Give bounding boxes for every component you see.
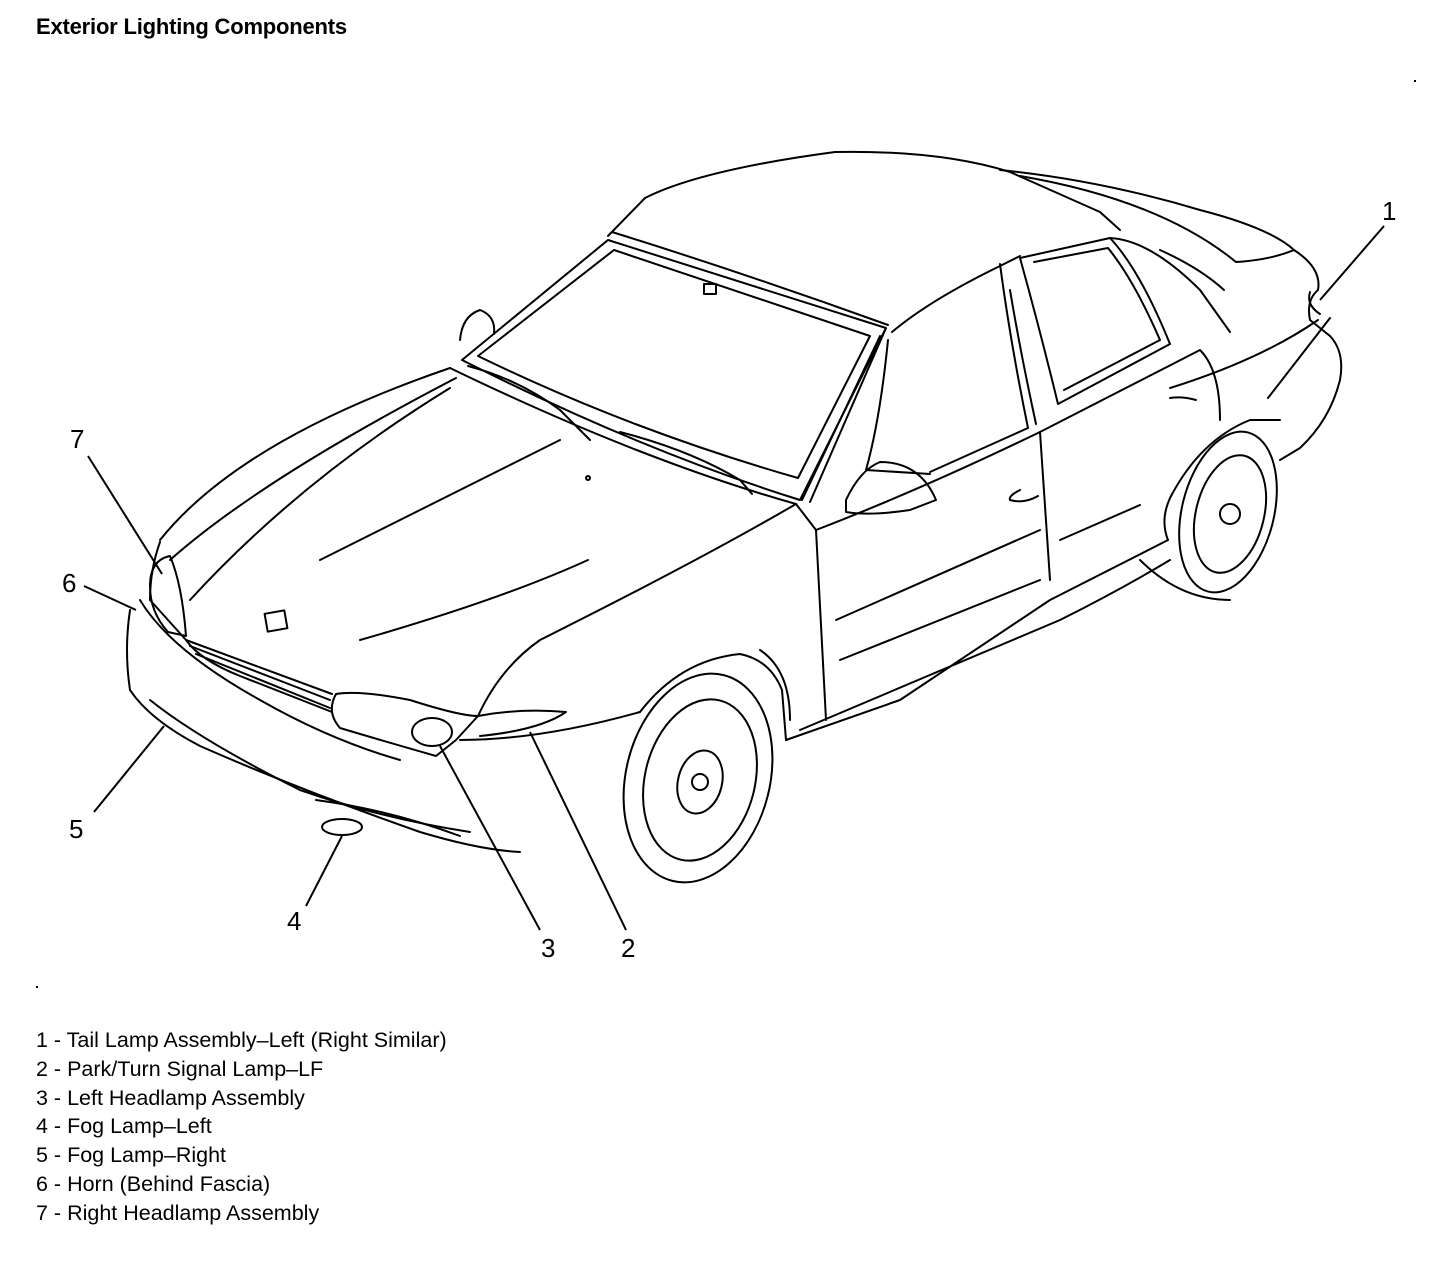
diagram-title: Exterior Lighting Components <box>36 14 347 39</box>
leader-4 <box>305 835 343 907</box>
legend-item-3: 3 - Left Headlamp Assembly <box>36 1085 305 1110</box>
leader-7 <box>87 455 163 575</box>
leader-5 <box>93 725 165 813</box>
legend-item-2: 2 - Park/Turn Signal Lamp–LF <box>36 1056 324 1081</box>
callout-number-3: 3 <box>541 933 555 963</box>
callout-number-7: 7 <box>70 424 84 454</box>
leader-2 <box>529 731 627 931</box>
legend-item-1: 1 - Tail Lamp Assembly–Left (Right Simil… <box>36 1028 447 1052</box>
callout-number-2: 2 <box>621 933 635 963</box>
callout-number-1: 1 <box>1382 196 1396 226</box>
car-line-drawing <box>126 150 1343 884</box>
leader-3 <box>439 745 541 931</box>
legend-item-6: 6 - Horn (Behind Fascia) <box>36 1171 271 1196</box>
legend-item-5: 5 - Fog Lamp–Right <box>36 1143 227 1168</box>
callout-number-5: 5 <box>69 814 83 844</box>
component-legend: 1 - Tail Lamp Assembly–Left (Right Simil… <box>36 1026 447 1228</box>
callout-number-4: 4 <box>287 906 301 936</box>
legend-item-7: 7 - Right Headlamp Assembly <box>36 1200 320 1225</box>
stray-mark <box>1414 80 1416 82</box>
stray-mark <box>36 986 38 988</box>
legend-item-4: 4 - Fog Lamp–Left <box>36 1114 212 1139</box>
leader-1 <box>1319 225 1385 301</box>
callout-leader-lines <box>83 225 1385 931</box>
leader-6 <box>83 585 137 611</box>
callout-number-6: 6 <box>62 568 76 598</box>
